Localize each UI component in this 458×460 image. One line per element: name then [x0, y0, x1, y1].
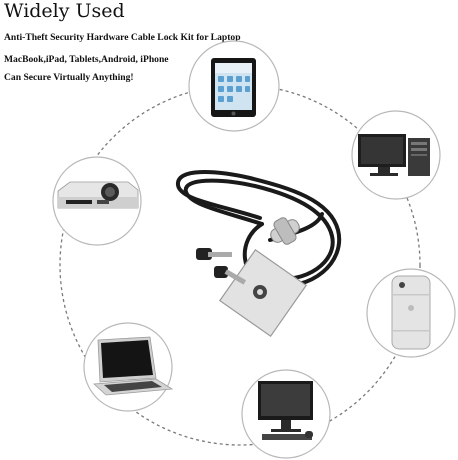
- tablet-icon: [188, 40, 280, 132]
- desktop-computer-icon: [351, 110, 441, 200]
- projector-icon: [52, 156, 142, 246]
- description-line-1: Anti-Theft Security Hardware Cable Lock …: [4, 32, 241, 43]
- description-line-2: MacBook,iPad, Tablets,Android, iPhone: [4, 54, 169, 65]
- cable-lock-icon: [176, 170, 342, 338]
- smartphone-icon: [366, 268, 456, 358]
- monitor-icon: [241, 369, 331, 459]
- laptop-icon: [83, 322, 174, 412]
- page-title: Widely Used: [4, 0, 125, 22]
- description-line-3: Can Secure Virtually Anything!: [4, 72, 134, 83]
